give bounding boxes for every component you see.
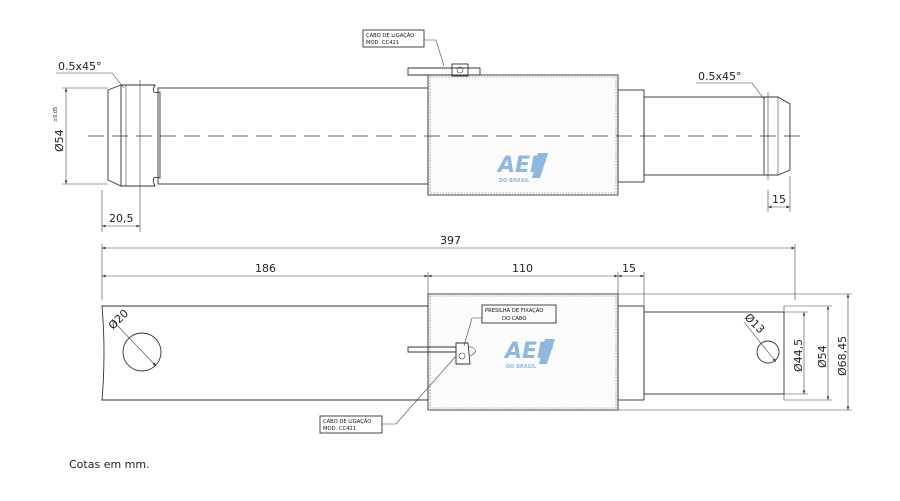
top-cable-clamp: [451, 63, 469, 77]
side-main-bar: [101, 305, 429, 401]
side-dia-1: Ø44,5: [792, 339, 805, 372]
side-length-1: 186: [255, 262, 276, 275]
top-dim-left: 20,5: [109, 212, 134, 225]
top-diameter-tolerance: ±0,05: [53, 107, 59, 122]
side-cable-label-box: [319, 415, 383, 434]
side-hole-left: [122, 332, 162, 372]
side-overall-length: 397: [440, 234, 461, 247]
top-cable-label-box: [362, 29, 425, 48]
side-length-3: 15: [622, 262, 636, 275]
side-clip: [455, 342, 471, 365]
top-cable-label-2: MOD. CC421: [366, 40, 399, 46]
side-dia-2: Ø54: [816, 345, 829, 368]
top-chamfer-right: 0.5x45°: [698, 70, 742, 83]
top-left-end: [107, 84, 122, 187]
side-cable-label-2: MOD. CC421: [323, 426, 356, 432]
top-logo: AEP DO BRASIL: [496, 153, 548, 184]
side-view: 397 186 110 15 Ø20 Ø13: [101, 234, 852, 434]
side-logo-subtext: DO BRASIL: [506, 364, 537, 370]
top-chamfer-left-leader: [56, 72, 125, 89]
top-diameter-text: Ø54: [53, 129, 66, 152]
top-chamfer-left: 0.5x45°: [58, 60, 102, 73]
top-dim-right: 15: [772, 193, 786, 206]
side-cable-label-1: CABO DE LIGAÇÃO: [323, 418, 371, 425]
top-cable-label-1: CABO DE LIGAÇÃO: [366, 32, 414, 39]
side-hole-right-label: Ø13: [742, 311, 767, 336]
top-chamfer-right-leader: [696, 82, 765, 100]
side-hole-left-label: Ø20: [106, 307, 131, 332]
top-right-end: [764, 96, 791, 176]
top-left-groove: [121, 84, 161, 187]
side-right-collar: [617, 305, 645, 401]
side-hole-right: [756, 340, 780, 364]
side-clip-leader: [463, 317, 482, 347]
top-logo-subtext: DO BRASIL: [499, 178, 530, 184]
top-cable: [407, 67, 481, 76]
top-view: CABO DE LIGAÇÃO MOD. CC421 0.5x45° 0.5x4…: [53, 29, 808, 232]
side-cable-leader: [382, 355, 457, 425]
side-clip-label-2: DO CABO: [502, 316, 526, 322]
footnote: Cotas em mm.: [69, 458, 150, 471]
top-cable-leader: [424, 39, 445, 67]
side-length-2: 110: [512, 262, 533, 275]
side-clip-label-1: PRESILHA DE FIXAÇÃO: [485, 307, 543, 314]
side-logo: AEP DO BRASIL: [503, 339, 555, 370]
side-dia-3: Ø68,45: [836, 336, 849, 376]
side-clip-label-box: [481, 304, 557, 324]
top-body-sleeve: [427, 74, 619, 196]
